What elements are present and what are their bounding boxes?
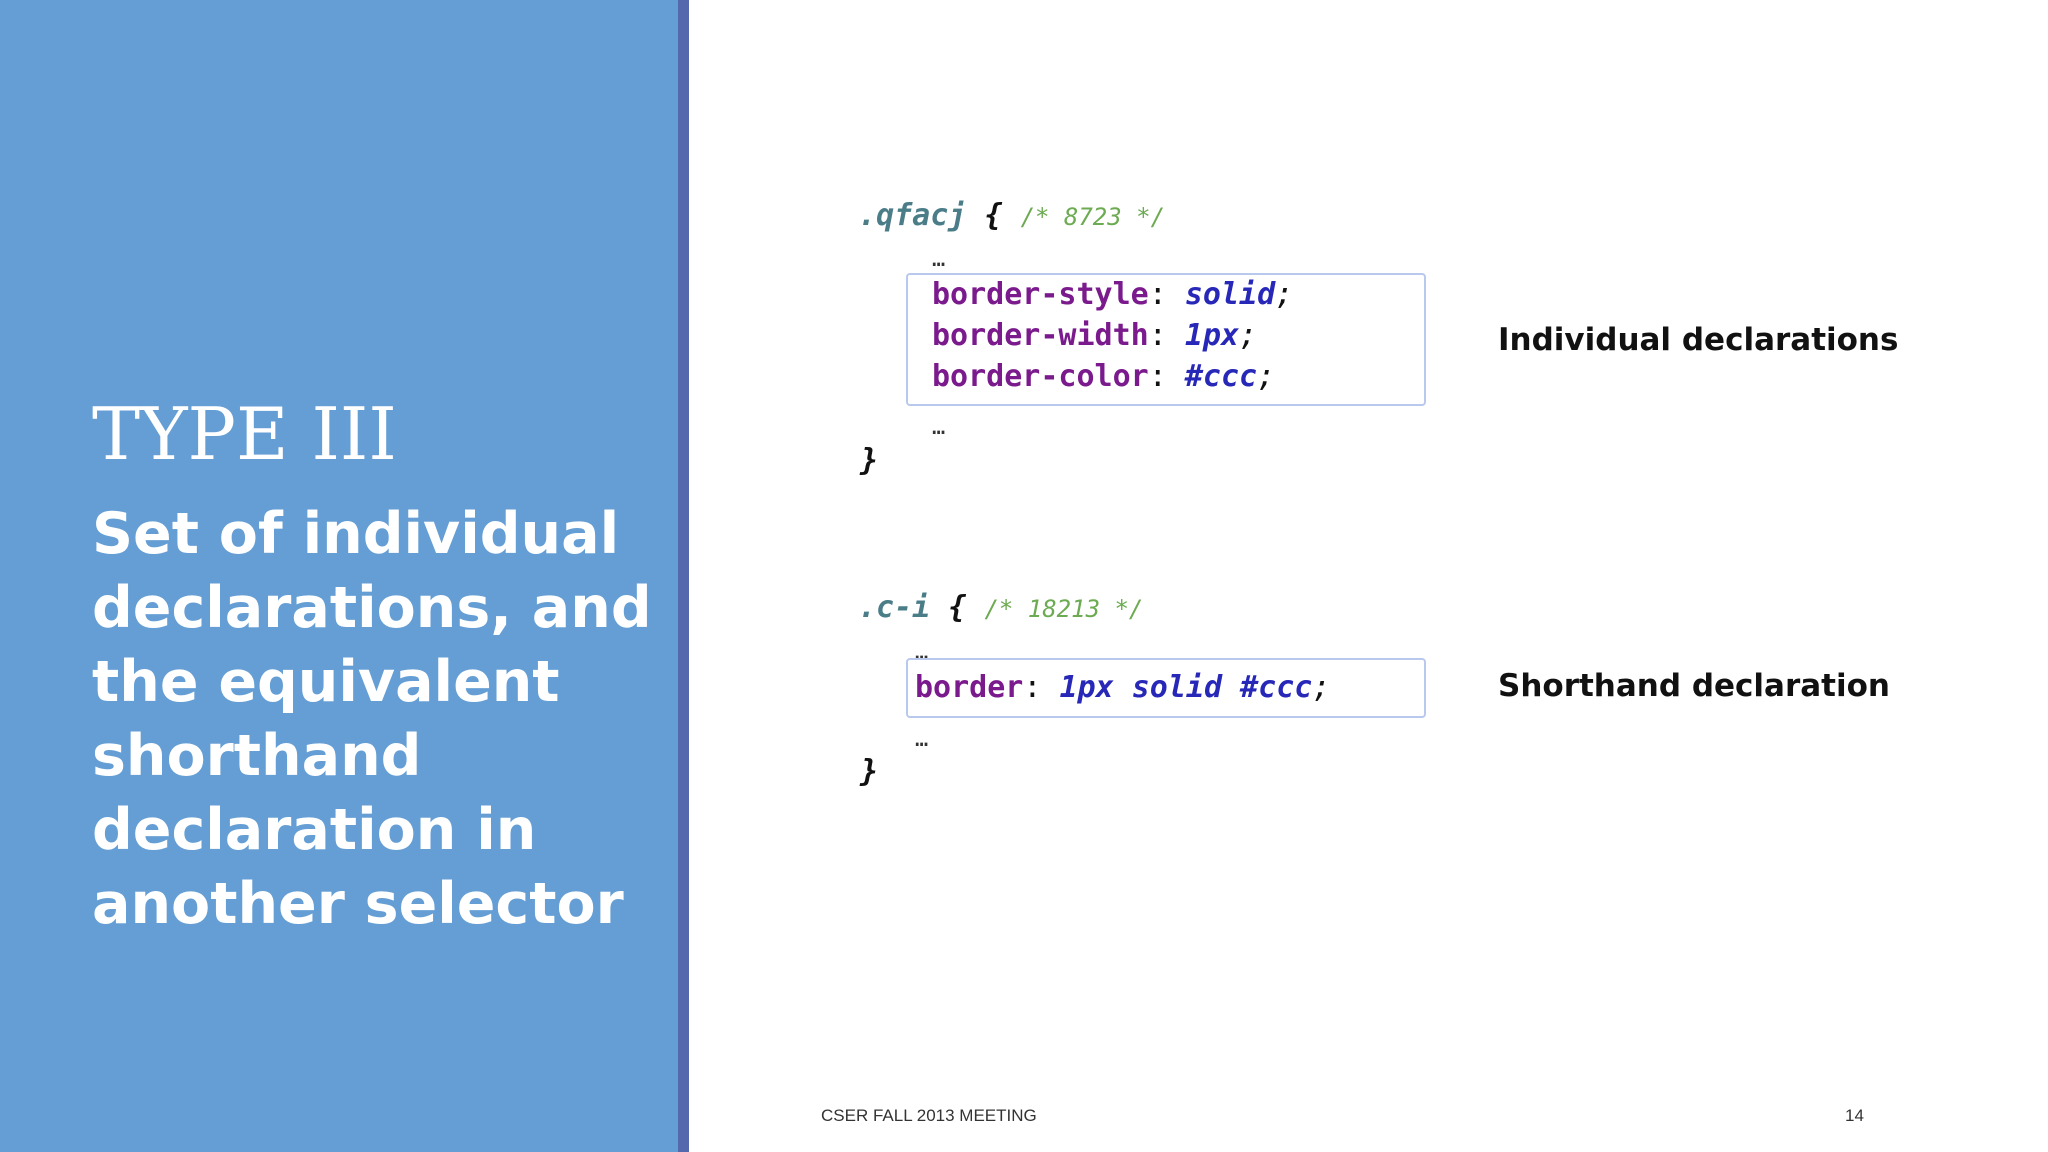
title-panel: TYPE III Set of individual declarations,… (0, 0, 678, 1152)
css-property: border (915, 670, 1024, 705)
open-brace: { (984, 198, 1003, 233)
semicolon: ; (1312, 670, 1331, 705)
page-number: 14 (1845, 1106, 1864, 1125)
css-value: 1px solid #ccc (1059, 670, 1313, 705)
declaration-line: border-color: #ccc; (932, 359, 1275, 395)
css-selector: .qfacj (858, 198, 967, 233)
close-brace: } (860, 443, 879, 478)
css-value: #ccc (1184, 359, 1258, 394)
colon: : (1148, 318, 1167, 353)
semicolon: ; (1239, 318, 1258, 353)
subtitle-line: another selector (92, 871, 624, 937)
semicolon: ; (1257, 359, 1276, 394)
ellipsis-before: … (932, 247, 946, 272)
colon: : (1023, 670, 1042, 705)
panel-divider (678, 0, 689, 1152)
semicolon: ; (1275, 277, 1294, 312)
footer-meeting: CSER FALL 2013 MEETING (821, 1106, 1037, 1125)
subtitle-line: shorthand (92, 723, 422, 789)
selector-line: .c-i { /* 18213 */ (858, 590, 1143, 627)
css-property: border-style (932, 277, 1149, 312)
css-property: border-width (932, 318, 1149, 353)
declaration-line: border-style: solid; (932, 277, 1293, 313)
annotation-individual: Individual declarations (1498, 322, 1899, 358)
css-selector: .c-i (858, 590, 931, 625)
slide-type-heading: TYPE III (92, 392, 397, 476)
subtitle-line: Set of individual (92, 501, 620, 567)
code-comment: /* 8723 */ (1020, 203, 1166, 231)
declarations-highlight-box (906, 273, 1426, 406)
css-value: 1px (1184, 318, 1240, 353)
ellipsis-after: … (932, 415, 946, 440)
annotation-shorthand: Shorthand declaration (1498, 668, 1890, 704)
subtitle-line: the equivalent (92, 649, 560, 715)
subtitle-line: declaration in (92, 797, 537, 863)
colon: : (1148, 277, 1167, 312)
selector-line: .qfacj { /* 8723 */ (858, 198, 1165, 235)
subtitle-line: declarations, and (92, 575, 652, 641)
declaration-line: border: 1px solid #ccc; (915, 670, 1330, 706)
open-brace: { (948, 590, 967, 625)
shorthand-highlight-box (906, 658, 1426, 718)
css-property: border-color (932, 359, 1149, 394)
css-value: solid (1184, 277, 1276, 312)
declaration-line: border-width: 1px; (932, 318, 1257, 354)
slide-subtitle: Set of individual declarations, and the … (92, 497, 652, 941)
close-brace: } (860, 754, 879, 789)
code-comment: /* 18213 */ (984, 595, 1144, 623)
ellipsis-after: … (915, 727, 929, 752)
colon: : (1148, 359, 1167, 394)
